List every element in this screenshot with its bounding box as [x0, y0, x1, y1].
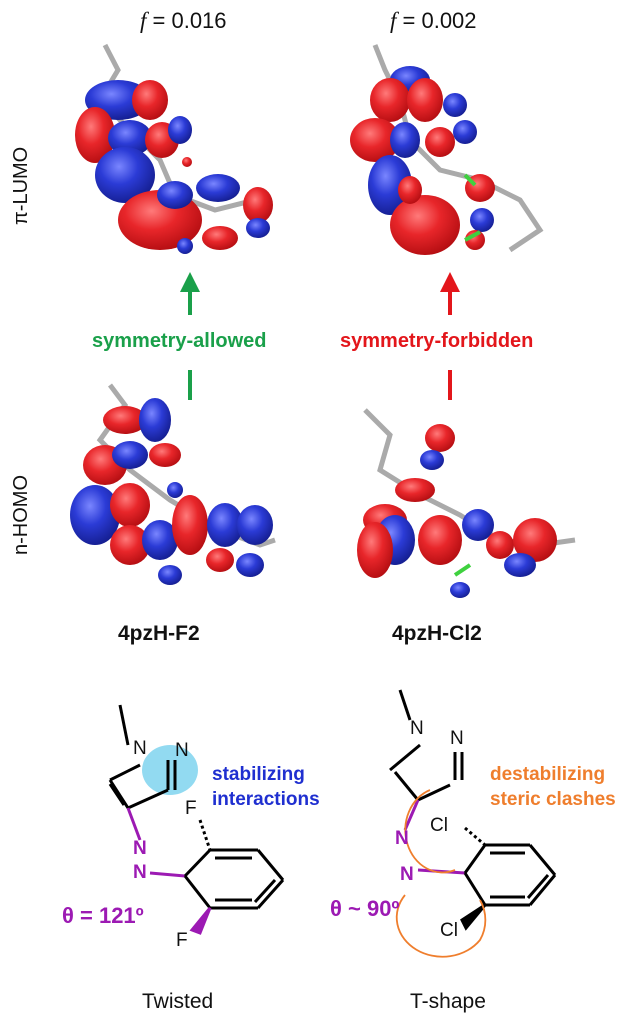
atom-f-upper: F	[185, 798, 197, 819]
atom-cl-lower: Cl	[440, 920, 458, 941]
homo-right-orbital	[357, 408, 576, 598]
azo-n-lower-left: N	[133, 862, 147, 883]
atom-cl-upper: Cl	[430, 815, 448, 836]
azo-n-upper-left: N	[133, 838, 147, 859]
lumo-row-label: π-LUMO	[10, 146, 32, 225]
twisted-label: Twisted	[142, 990, 214, 1013]
tshape-label: T-shape	[410, 990, 486, 1013]
compound-name-left: 4pzH-F2	[118, 622, 200, 645]
right-structure	[389, 689, 557, 958]
symmetry-forbidden-label: symmetry-forbidden	[340, 330, 534, 352]
tshape-angle-label: θ ~ 90º	[330, 896, 400, 921]
left-oscillator-strength: f = 0.016	[140, 8, 227, 33]
compound-name-right: 4pzH-Cl2	[392, 622, 482, 645]
red-arrow	[440, 272, 460, 400]
atom-n2-right: N	[450, 728, 464, 749]
symmetry-allowed-label: symmetry-allowed	[92, 330, 267, 352]
right-oscillator-strength: f = 0.002	[390, 8, 477, 33]
atom-n1-left: N	[133, 738, 147, 759]
green-arrow	[180, 272, 200, 400]
azo-n-lower-right: N	[400, 864, 414, 885]
atom-n2-left: N	[175, 740, 189, 761]
atom-n1-right: N	[410, 718, 424, 739]
atom-f-lower: F	[176, 930, 188, 951]
homo-row-label: n-HOMO	[10, 475, 32, 555]
azo-n-upper-right: N	[395, 828, 409, 849]
twisted-angle-label: θ = 121º	[62, 903, 144, 928]
lumo-right-orbital	[350, 44, 544, 255]
destabilizing-annotation: destabilizing steric clashes	[490, 762, 616, 812]
lumo-left-orbital	[75, 43, 273, 254]
left-structure	[108, 704, 285, 935]
stabilizing-line-1: stabilizing	[212, 764, 305, 785]
destabilizing-line-1: destabilizing	[490, 764, 606, 785]
stabilizing-annotation: stabilizing interactions	[212, 762, 320, 812]
homo-left-orbital	[70, 383, 276, 585]
destabilizing-line-2: steric clashes	[490, 789, 616, 810]
stabilizing-line-2: interactions	[212, 789, 320, 810]
